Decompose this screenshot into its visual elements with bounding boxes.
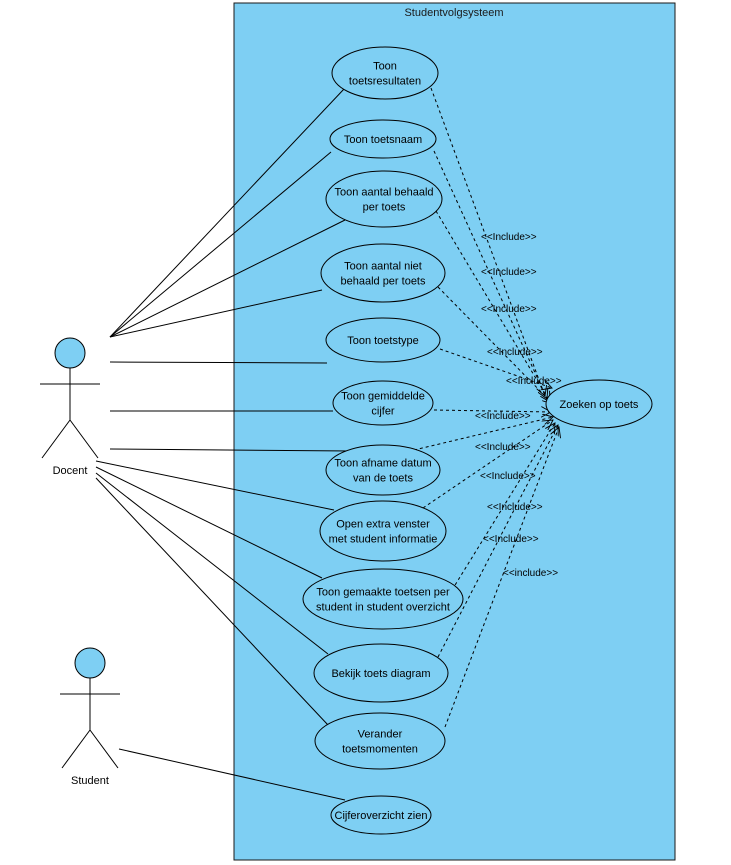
include-label-afname-datum: <<Include>> <box>475 442 531 453</box>
uc-zoeken-label-line-1: Zoeken op toets <box>560 399 639 411</box>
uc-toetsmomenten-label-line-2: toetsmomenten <box>342 744 418 756</box>
uc-toetsresultaten-label-line-1: Toon <box>373 61 397 73</box>
uc-extra-venster[interactable]: Open extra venster met student informatie <box>319 500 447 562</box>
include-label-behaald: <<Include>> <box>481 304 537 315</box>
uc-extra-venster-label-line-2: met student informatie <box>329 534 438 546</box>
uc-niet-behaald-ellipse <box>320 243 446 303</box>
include-line-toetstype <box>439 348 552 388</box>
actor-student-label: Student <box>71 775 109 787</box>
uc-zoeken-ellipse <box>545 379 653 429</box>
uc-behaald-ellipse <box>325 170 443 228</box>
uc-toetsresultaten-ellipse <box>331 46 439 100</box>
uc-diagram[interactable]: Bekijk toets diagram <box>313 643 449 703</box>
include-label-gemiddelde: <<Include>> <box>475 411 531 422</box>
include-line-gemiddelde <box>433 410 551 412</box>
uc-diagram-ellipse <box>313 643 449 703</box>
association-docent-toetstype <box>109 361 328 364</box>
association-docent-toetsnaam <box>109 151 332 338</box>
uc-toetsmomenten-label-line-1: Verander <box>358 729 403 741</box>
uc-toetsresultaten[interactable]: Toon toetsresultaten <box>331 46 439 100</box>
uc-toetstype-ellipse <box>325 317 441 363</box>
include-label-toetstype: <<Include>> <box>506 376 562 387</box>
uc-gemaakte-toetsen-label-line-2: student in student overzicht <box>316 602 450 614</box>
uc-cijferoverzicht[interactable]: Cijferoverzicht zien <box>330 795 432 835</box>
association-docent-toetsresultaten <box>109 88 345 338</box>
uc-gemaakte-toetsen[interactable]: Toon gemaakte toetsen per student in stud… <box>302 568 464 630</box>
actor-student-left-leg <box>61 729 91 769</box>
uc-gemaakte-toetsen-ellipse <box>302 568 464 630</box>
uc-toetsnaam-ellipse <box>329 119 437 159</box>
association-docent-niet-behaald <box>109 289 323 338</box>
uc-diagram-label-line-1: Bekijk toets diagram <box>331 668 430 680</box>
uc-toetsresultaten-label-line-2: toetsresultaten <box>349 76 421 88</box>
include-relations: <<Include>> <<Include>> <<Include>> <<Inclu… <box>413 87 562 728</box>
association-docent-behaald <box>109 219 346 338</box>
uc-toetsnaam[interactable]: Toon toetsnaam <box>329 119 437 159</box>
uc-toetstype[interactable]: Toon toetstype <box>325 317 441 363</box>
include-line-behaald <box>435 210 550 402</box>
uc-gemiddelde-label-line-2: cijfer <box>371 406 395 418</box>
uc-extra-venster-ellipse <box>319 500 447 562</box>
system-box <box>233 2 676 861</box>
association-docent-afname-datum <box>109 448 352 452</box>
uc-zoeken[interactable]: Zoeken op toets <box>545 379 653 429</box>
uc-afname-datum-label-line-2: van de toets <box>353 473 413 485</box>
include-label-niet-behaald: <<Include>> <box>487 347 543 358</box>
uc-toetsnaam-label-line-1: Toon toetsnaam <box>344 134 422 146</box>
uc-toetsmomenten[interactable]: Verander toetsmomenten <box>314 712 446 770</box>
uc-gemiddelde-label-line-1: Toon gemiddelde <box>341 391 425 403</box>
include-label-extra-venster: <<Include>> <box>480 471 536 482</box>
include-line-extra-venster <box>422 420 553 509</box>
uc-niet-behaald-label-line-2: behaald per toets <box>340 276 426 288</box>
association-docent-diagram <box>95 472 329 655</box>
uc-niet-behaald[interactable]: Toon aantal niet behaald per toets <box>320 243 446 303</box>
uc-afname-datum-label-line-1: Toon afname datum <box>334 458 431 470</box>
association-student-cijferoverzicht <box>118 748 346 801</box>
include-label-diagram: <<Include>> <box>483 534 539 545</box>
actor-docent-head-icon <box>54 337 86 369</box>
actor-student-right-leg <box>89 729 119 769</box>
actor-docent[interactable]: Docent <box>40 337 100 477</box>
include-line-diagram <box>437 425 558 658</box>
uc-cijferoverzicht-label-line-1: Cijferoverzicht zien <box>335 810 428 822</box>
uc-toetsmomenten-ellipse <box>314 712 446 770</box>
include-label-toetsresultaten: <<Include>> <box>481 232 537 243</box>
include-label-toetsmomenten: <<include>> <box>503 568 558 579</box>
actor-docent-right-leg <box>69 419 99 459</box>
uc-cijferoverzicht-ellipse <box>330 795 432 835</box>
association-docent-gemaakte-toetsen <box>95 466 323 579</box>
include-label-toetsnaam: <<Include>> <box>481 267 537 278</box>
association-lines <box>95 88 352 801</box>
actor-student[interactable]: Student <box>60 647 120 787</box>
uc-afname-datum[interactable]: Toon afname datum van de toets <box>325 444 441 496</box>
actor-docent-label: Docent <box>53 465 88 477</box>
uc-behaald-label-line-1: Toon aantal behaald <box>334 187 433 199</box>
uc-behaald-label-line-2: per toets <box>363 202 406 214</box>
actor-docent-left-leg <box>41 419 71 459</box>
association-docent-toetsmomenten <box>95 477 329 726</box>
system-title: Studentvolgsysteem <box>404 7 503 19</box>
uc-gemiddelde-ellipse <box>332 380 434 426</box>
uc-toetstype-label-line-1: Toon toetstype <box>347 335 419 347</box>
include-line-gemaakte-toetsen <box>451 423 555 591</box>
actor-student-head-icon <box>74 647 106 679</box>
uc-gemiddelde[interactable]: Toon gemiddelde cijfer <box>332 380 434 426</box>
uc-niet-behaald-label-line-1: Toon aantal niet <box>344 261 422 273</box>
association-docent-extra-venster <box>95 460 335 511</box>
uc-behaald[interactable]: Toon aantal behaald per toets <box>325 170 443 228</box>
uc-extra-venster-label-line-1: Open extra venster <box>336 519 430 531</box>
uc-afname-datum-ellipse <box>325 444 441 496</box>
system-boundary: Studentvolgsysteem <box>233 2 676 861</box>
uc-gemaakte-toetsen-label-line-1: Toon gemaakte toetsen per <box>316 587 450 599</box>
include-line-toetsresultaten <box>430 87 545 396</box>
